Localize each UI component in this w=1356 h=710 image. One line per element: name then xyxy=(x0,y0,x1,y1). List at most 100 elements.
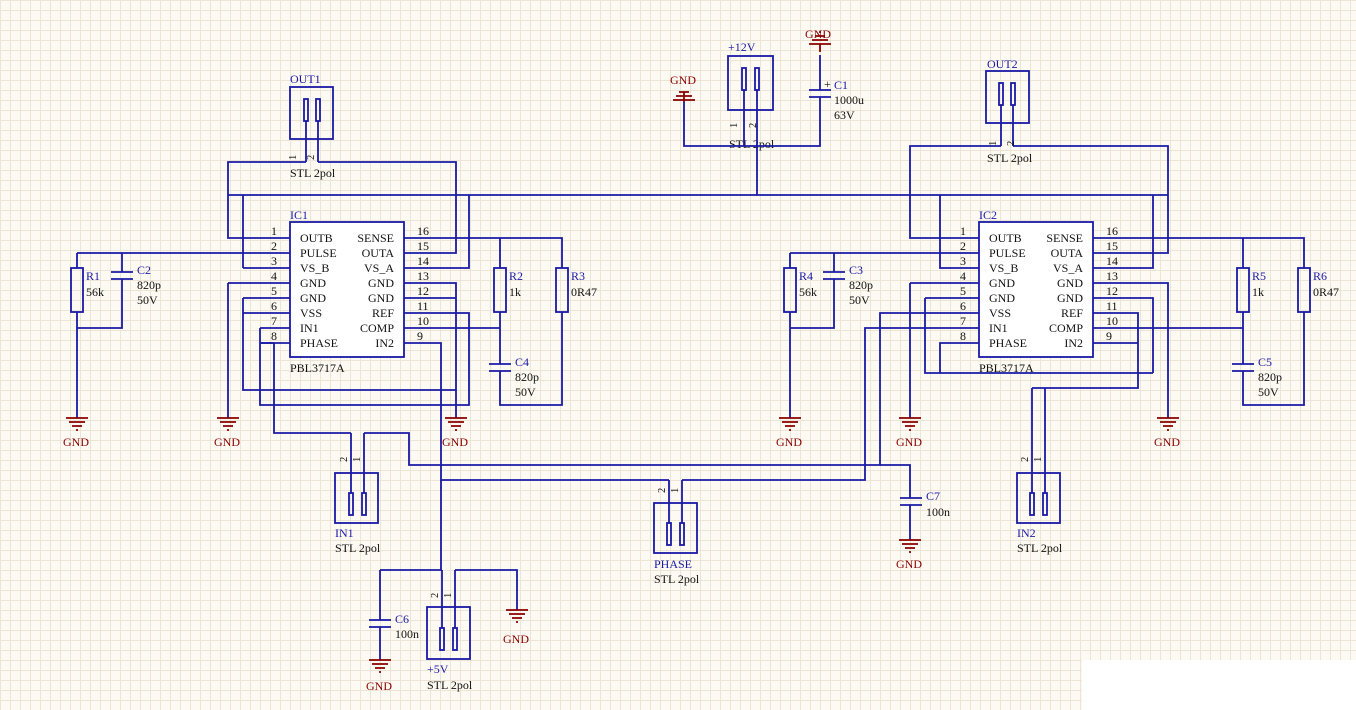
svg-text:PHASE: PHASE xyxy=(989,336,1027,350)
resistor-r5[interactable]: R5 1k xyxy=(1236,267,1266,313)
connector-in1[interactable]: IN1 STL 2pol 2 1 xyxy=(334,433,381,555)
gnd-symbol-ic2-right: GND xyxy=(1154,417,1180,449)
ic1-pin-numbers-left: 12 34 56 78 xyxy=(271,224,277,343)
capacitor-c3[interactable]: C3 820p 50V xyxy=(823,263,873,307)
svg-text:C5: C5 xyxy=(1258,355,1272,369)
svg-text:12: 12 xyxy=(1106,284,1118,298)
svg-text:6: 6 xyxy=(271,299,277,313)
capacitor-c7[interactable]: C7 100n xyxy=(900,489,950,519)
out2-type: STL 2pol xyxy=(987,151,1033,165)
ic2-right-pins xyxy=(1093,237,1123,344)
svg-text:2: 2 xyxy=(657,488,668,493)
connector-phase[interactable]: PHASE STL 2pol 2 1 xyxy=(653,480,700,586)
svg-text:1: 1 xyxy=(352,457,363,462)
svg-text:1: 1 xyxy=(1033,457,1044,462)
svg-text:OUTA: OUTA xyxy=(1051,246,1084,260)
svg-text:12: 12 xyxy=(417,284,429,298)
resistor-r3[interactable]: R3 0R47 xyxy=(555,267,597,313)
connector-12v[interactable]: +12V STL 2pol 1 2 xyxy=(727,40,775,151)
svg-text:9: 9 xyxy=(417,329,423,343)
svg-text:GND: GND xyxy=(442,435,468,449)
svg-text:C2: C2 xyxy=(137,263,151,277)
ic1-part: PBL3717A xyxy=(290,361,345,375)
blank-area xyxy=(1082,660,1356,710)
phase-type: STL 2pol xyxy=(654,572,700,586)
svg-text:GND: GND xyxy=(989,276,1015,290)
svg-text:+: + xyxy=(824,77,831,91)
capacitor-c1[interactable]: + C1 1000u 63V xyxy=(809,77,864,122)
svg-text:GND: GND xyxy=(670,73,696,87)
svg-text:2: 2 xyxy=(960,239,966,253)
svg-text:C6: C6 xyxy=(395,612,409,626)
svg-text:7: 7 xyxy=(271,314,277,328)
gnd-symbol-c6: GND xyxy=(366,659,392,693)
svg-text:GND: GND xyxy=(214,435,240,449)
in2-ref: IN2 xyxy=(1017,526,1036,540)
svg-text:R3: R3 xyxy=(571,269,585,283)
svg-text:GND: GND xyxy=(896,435,922,449)
in2-type: STL 2pol xyxy=(1017,541,1063,555)
resistor-r1[interactable]: R1 56k xyxy=(70,267,104,313)
connector-out2[interactable]: OUT2 STL 2pol 1 2 xyxy=(985,57,1033,165)
ic2-part: PBL3717A xyxy=(979,361,1034,375)
svg-text:R4: R4 xyxy=(799,269,813,283)
svg-text:8: 8 xyxy=(271,329,277,343)
svg-text:R1: R1 xyxy=(86,269,100,283)
svg-text:PHASE: PHASE xyxy=(300,336,338,350)
svg-text:50V: 50V xyxy=(1258,385,1279,399)
in1-ref: IN1 xyxy=(335,526,354,540)
capacitor-c5[interactable]: C5 820p 50V xyxy=(1232,355,1282,399)
svg-text:GND: GND xyxy=(300,291,326,305)
capacitor-c4[interactable]: C4 820p 50V xyxy=(489,355,539,399)
svg-text:16: 16 xyxy=(1106,224,1118,238)
svg-text:5: 5 xyxy=(960,284,966,298)
ic1-right-pins xyxy=(404,237,434,344)
svg-text:C3: C3 xyxy=(849,263,863,277)
svg-text:IN1: IN1 xyxy=(300,321,319,335)
svg-text:C7: C7 xyxy=(926,489,940,503)
gnd-symbol-c7: GND xyxy=(896,539,922,571)
svg-text:0R47: 0R47 xyxy=(1313,285,1339,299)
svg-text:GND: GND xyxy=(989,291,1015,305)
connector-out1[interactable]: OUT1 STL 2pol 1 2 xyxy=(288,72,336,180)
svg-text:SENSE: SENSE xyxy=(1046,231,1083,245)
out1-ref: OUT1 xyxy=(290,72,321,86)
v5-ref: +5V xyxy=(427,662,449,676)
svg-text:GND: GND xyxy=(368,291,394,305)
svg-text:C4: C4 xyxy=(515,355,529,369)
svg-text:2: 2 xyxy=(339,457,350,462)
svg-text:R5: R5 xyxy=(1252,269,1266,283)
svg-text:COMP: COMP xyxy=(360,321,394,335)
resistor-r6[interactable]: R6 0R47 xyxy=(1297,267,1339,313)
gnd-symbol-r4: GND xyxy=(776,417,802,449)
svg-text:SENSE: SENSE xyxy=(357,231,394,245)
svg-text:820p: 820p xyxy=(1258,370,1282,384)
capacitor-c6[interactable]: C6 100n xyxy=(369,612,419,641)
connector-in2[interactable]: IN2 STL 2pol 2 1 xyxy=(1016,388,1063,555)
svg-text:IN1: IN1 xyxy=(989,321,1008,335)
svg-text:REF: REF xyxy=(372,306,394,320)
svg-text:1: 1 xyxy=(960,224,966,238)
svg-text:VS_A: VS_A xyxy=(364,261,394,275)
capacitor-c2[interactable]: C2 820p 50V xyxy=(111,263,161,307)
connector-5v[interactable]: +5V STL 2pol 2 1 xyxy=(426,570,473,692)
svg-text:3: 3 xyxy=(960,254,966,268)
svg-text:GND: GND xyxy=(503,632,529,646)
svg-text:15: 15 xyxy=(1106,239,1118,253)
ic2-left-pins xyxy=(949,237,979,344)
svg-text:2: 2 xyxy=(748,123,759,128)
resistor-r4[interactable]: R4 56k xyxy=(783,267,817,313)
v5-type: STL 2pol xyxy=(427,678,473,692)
v12-ref: +12V xyxy=(728,40,756,54)
svg-text:GND: GND xyxy=(368,276,394,290)
svg-text:1: 1 xyxy=(670,488,681,493)
svg-text:1: 1 xyxy=(443,593,454,598)
svg-text:2: 2 xyxy=(1006,141,1017,146)
resistor-r2[interactable]: R2 1k xyxy=(493,267,523,313)
